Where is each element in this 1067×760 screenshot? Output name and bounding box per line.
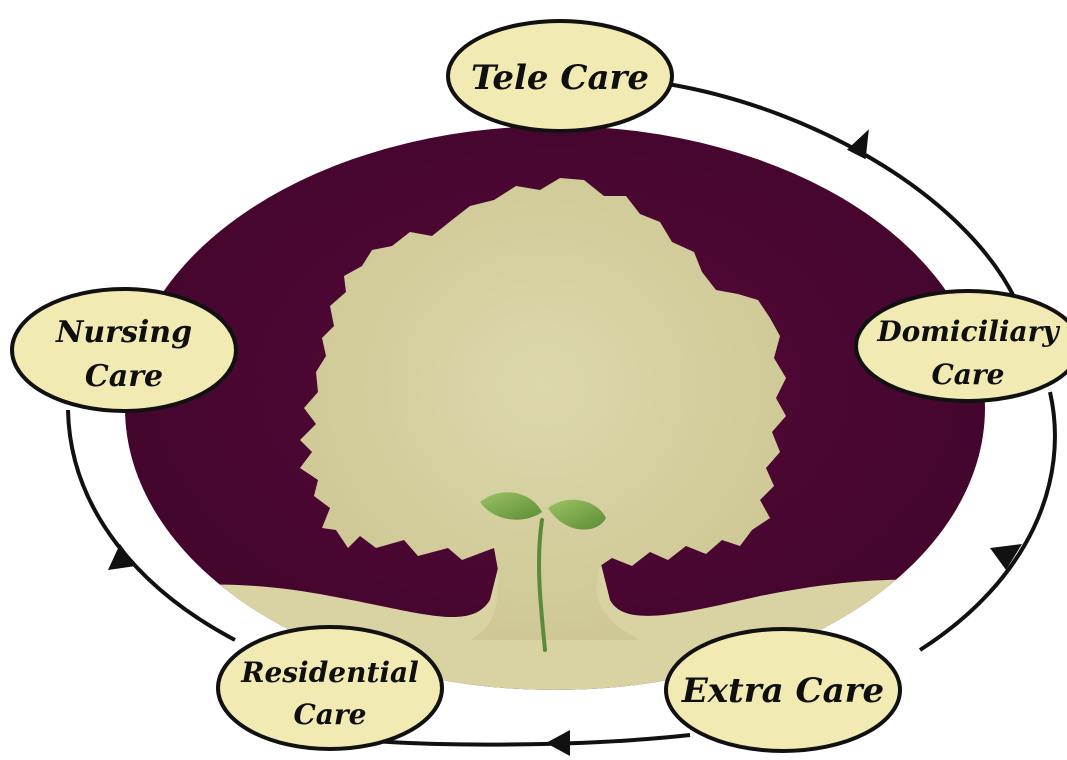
cycle-arrowheads bbox=[108, 129, 1022, 756]
arrowhead-4 bbox=[108, 544, 136, 570]
cycle-connectors bbox=[66, 82, 1057, 747]
node-domiciliary-care: Domiciliary Care bbox=[854, 289, 1067, 403]
node-label: Tele Care bbox=[471, 58, 649, 98]
arrowhead-1 bbox=[846, 129, 869, 160]
arrowhead-2 bbox=[990, 544, 1022, 570]
node-nursing-care: Nursing Care bbox=[10, 287, 238, 413]
arrowhead-3 bbox=[546, 730, 570, 756]
node-ellipse bbox=[10, 287, 238, 413]
node-label: Care bbox=[932, 358, 1005, 391]
node-ellipse bbox=[854, 289, 1067, 403]
node-label: Care bbox=[85, 359, 163, 394]
node-label: Care bbox=[294, 698, 367, 731]
node-label: Nursing bbox=[55, 315, 192, 350]
sprout bbox=[480, 492, 606, 652]
node-extra-care: Extra Care bbox=[664, 627, 902, 753]
node-label: Domiciliary bbox=[876, 315, 1060, 348]
sprout-leaf-right bbox=[548, 499, 606, 530]
node-label: Extra Care bbox=[681, 671, 884, 711]
node-tele-care: Tele Care bbox=[446, 19, 674, 133]
connector-tele-to-domiciliary bbox=[667, 82, 1020, 306]
sprout-leaf-left bbox=[480, 492, 542, 520]
node-label: Residential bbox=[240, 656, 419, 689]
sprout-stem bbox=[537, 518, 547, 652]
node-ellipse bbox=[664, 627, 902, 753]
node-ellipse bbox=[216, 625, 444, 751]
tree-silhouette bbox=[300, 178, 786, 640]
connector-residential-to-nursing bbox=[66, 409, 236, 642]
node-residential-care: Residential Care bbox=[216, 625, 444, 751]
node-ellipse bbox=[446, 19, 674, 133]
connector-extra-to-residential bbox=[359, 733, 691, 747]
connector-domiciliary-to-extra bbox=[918, 391, 1057, 652]
